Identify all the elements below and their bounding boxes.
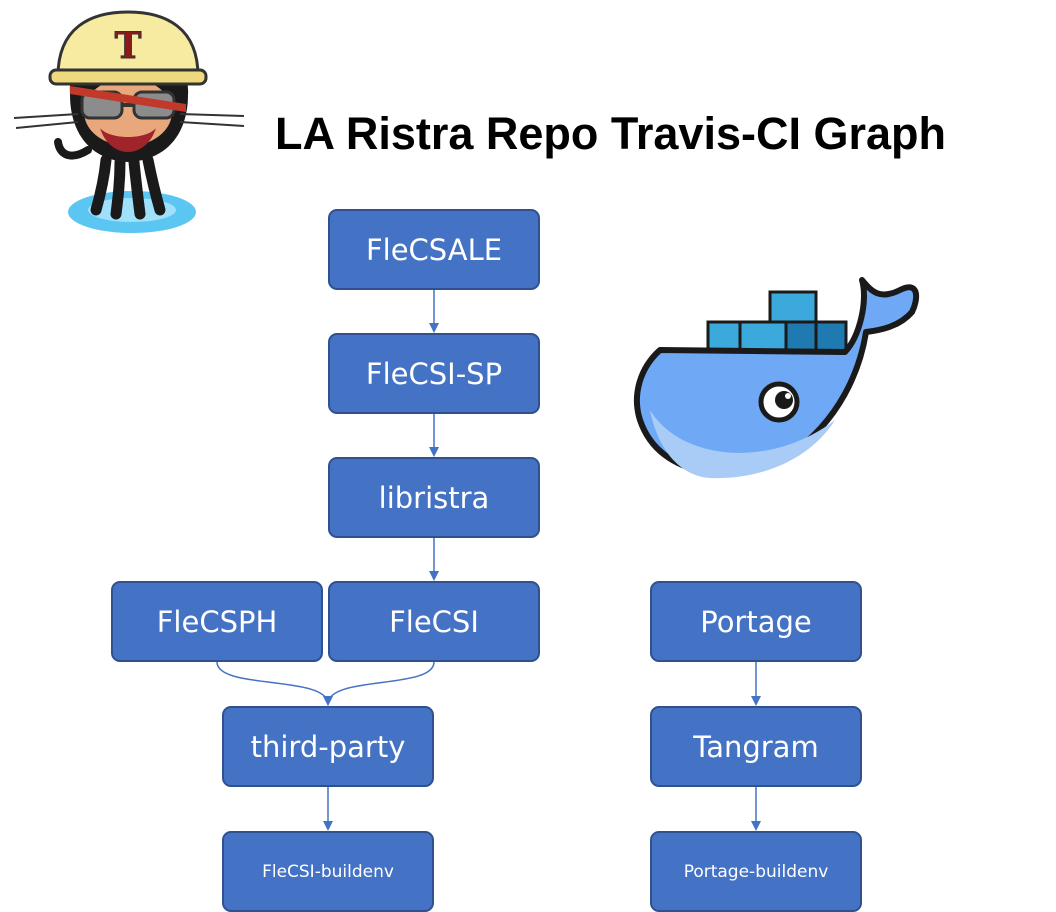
svg-text:T: T <box>115 25 142 67</box>
node-flecsph: FleCSPH <box>111 581 323 662</box>
node-libristra: libristra <box>328 457 540 538</box>
node-portage-buildenv: Portage-buildenv <box>650 831 862 912</box>
node-flecsale: FleCSALE <box>328 209 540 290</box>
travis-ci-mascot-icon: T <box>13 10 245 233</box>
diagram-title: LA Ristra Repo Travis-CI Graph <box>275 108 946 159</box>
node-tangram: Tangram <box>650 706 862 787</box>
node-flecsi-sp: FleCSI-SP <box>328 333 540 414</box>
edge-flecsph-third-party <box>216 661 333 706</box>
node-portage: Portage <box>650 581 862 662</box>
edge-flecsi-third-party <box>323 661 435 706</box>
node-flecsi: FleCSI <box>328 581 540 662</box>
node-flecsi-buildenv: FleCSI-buildenv <box>222 831 434 912</box>
node-third-party: third-party <box>222 706 434 787</box>
